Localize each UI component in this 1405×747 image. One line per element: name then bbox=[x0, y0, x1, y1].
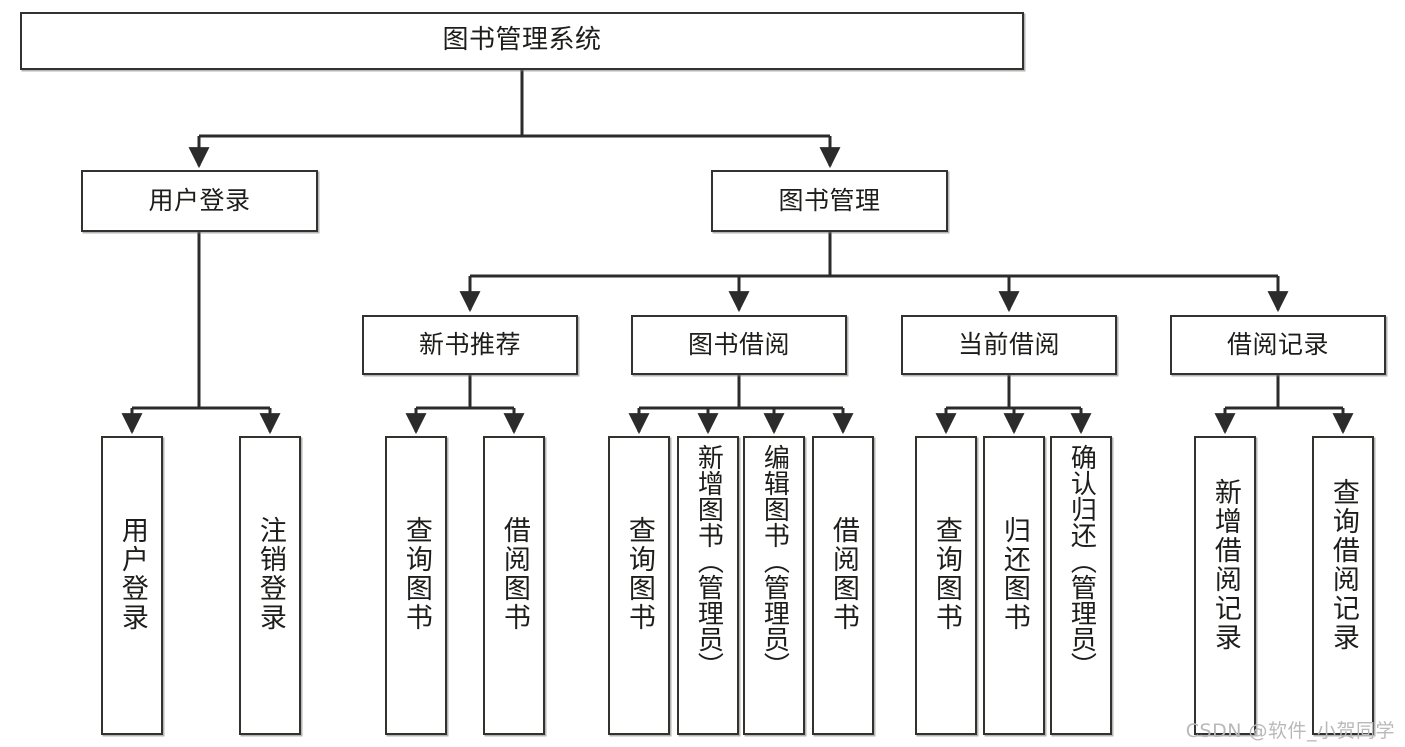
node-borrow-record[interactable]: 借阅记录 bbox=[1170, 315, 1386, 375]
node-new-book-recommend[interactable]: 新书推荐 bbox=[362, 315, 578, 375]
leaf-add-borrow-record[interactable]: 新增借阅记录 bbox=[1194, 436, 1256, 735]
leaf-query-book-current[interactable]: 查询图书 bbox=[915, 436, 977, 735]
node-label: 借阅图书 bbox=[827, 516, 859, 632]
leaf-borrow-book-recommend[interactable]: 借阅图书 bbox=[483, 436, 545, 735]
node-label: 图书管理 bbox=[778, 186, 881, 215]
node-label: 查询图书 bbox=[400, 516, 432, 632]
leaf-query-book-recommend[interactable]: 查询图书 bbox=[385, 436, 447, 735]
node-current-borrow[interactable]: 当前借阅 bbox=[901, 315, 1117, 375]
leaf-query-borrow-record[interactable]: 查询借阅记录 bbox=[1312, 436, 1374, 735]
node-book-borrow[interactable]: 图书借阅 bbox=[631, 315, 847, 375]
node-label: 注销登录 bbox=[254, 516, 286, 632]
node-label: 新增图书（管理员） bbox=[693, 444, 724, 678]
csdn-watermark: CSDN @软件_小贺同学 bbox=[1185, 720, 1395, 742]
node-label: 编辑图书（管理员） bbox=[759, 444, 790, 678]
node-root-book-management-system[interactable]: 图书管理系统 bbox=[20, 12, 1024, 70]
node-label: 借阅图书 bbox=[498, 516, 530, 632]
node-label: 新书推荐 bbox=[418, 330, 521, 359]
node-label: 归还图书 bbox=[998, 516, 1030, 632]
node-user-login[interactable]: 用户登录 bbox=[81, 170, 318, 232]
node-label: 新增借阅记录 bbox=[1209, 478, 1241, 652]
leaf-query-book-borrow[interactable]: 查询图书 bbox=[608, 436, 670, 735]
leaf-borrow-book-borrow[interactable]: 借阅图书 bbox=[812, 436, 874, 735]
node-label: 用户登录 bbox=[148, 186, 251, 215]
node-label: 查询图书 bbox=[930, 516, 962, 632]
node-label: 查询借阅记录 bbox=[1327, 478, 1359, 652]
node-label: 当前借阅 bbox=[957, 330, 1060, 359]
node-label: 图书管理系统 bbox=[442, 25, 602, 56]
node-label: 查询图书 bbox=[623, 516, 655, 632]
node-book-management[interactable]: 图书管理 bbox=[711, 170, 948, 232]
node-label: 借阅记录 bbox=[1226, 330, 1329, 359]
node-label: 用户登录 bbox=[116, 516, 148, 632]
leaf-edit-book-admin[interactable]: 编辑图书（管理员） bbox=[743, 436, 805, 735]
leaf-user-login[interactable]: 用户登录 bbox=[101, 436, 163, 735]
leaf-add-book-admin[interactable]: 新增图书（管理员） bbox=[677, 436, 739, 735]
leaf-logout-login[interactable]: 注销登录 bbox=[239, 436, 301, 735]
leaf-confirm-return-admin[interactable]: 确认归还（管理员） bbox=[1050, 436, 1112, 735]
node-label: 确认归还（管理员） bbox=[1066, 444, 1097, 678]
leaf-return-book[interactable]: 归还图书 bbox=[983, 436, 1045, 735]
node-label: 图书借阅 bbox=[687, 330, 790, 359]
